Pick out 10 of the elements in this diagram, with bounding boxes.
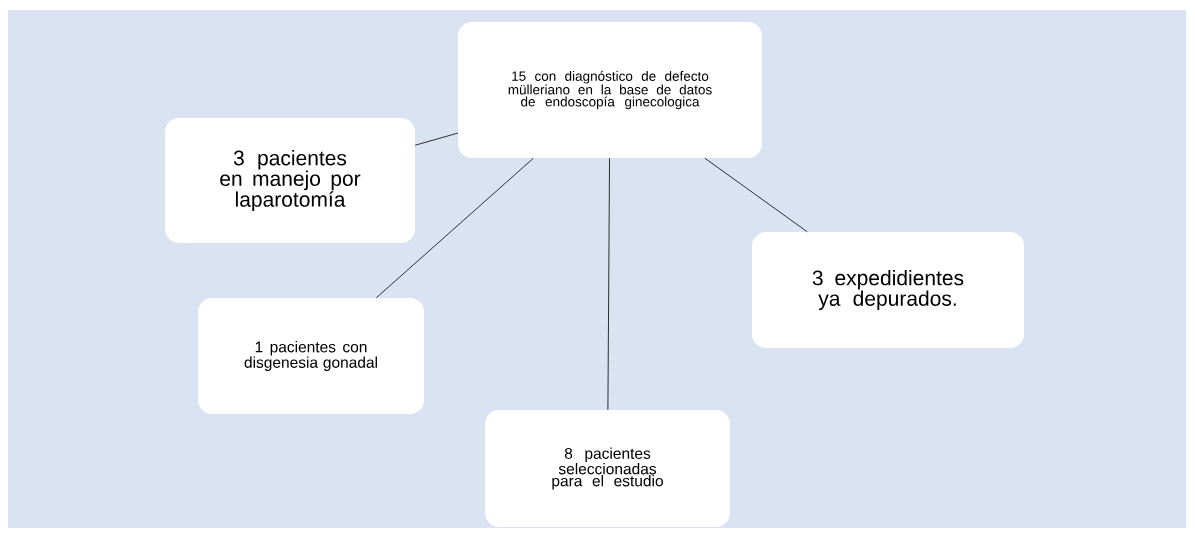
rounded-box: 1 pacientes con disgenesia gonadal: [198, 298, 424, 414]
connector-line: [607, 157, 610, 411]
rounded-box: 15 con diagnóstico de defecto mülleriano en la base de datos de endoscopía ginecologica: [458, 22, 762, 158]
rounded-box: 8 pacientes seleccionadas para el estudio: [485, 410, 730, 527]
connector-line: [414, 132, 459, 146]
connector-line: [375, 157, 534, 299]
rounded-box: 3 pacientes en manejo por laparotomía: [165, 118, 415, 243]
rounded-box: 3 expedidientes ya depurados.: [752, 232, 1024, 348]
node-label: 8 pacientes seleccionadas para el estudio: [552, 447, 663, 490]
connector-line: [704, 157, 808, 233]
